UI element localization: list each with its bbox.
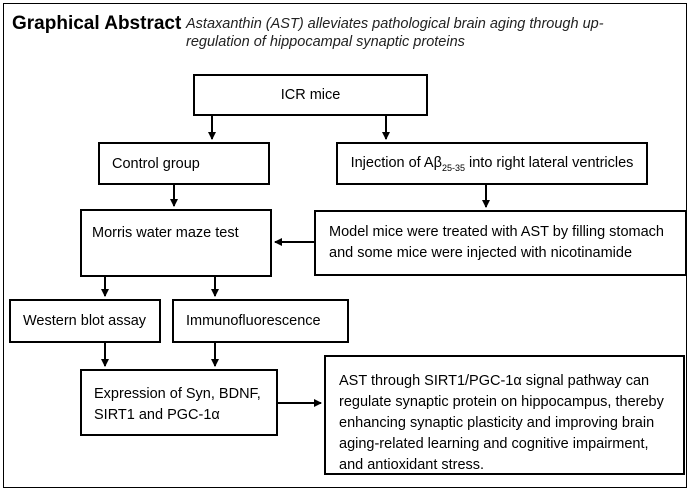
node-model-label: Model mice were treated with AST by fill… (329, 224, 664, 261)
node-icr-mice: ICR mice (193, 74, 428, 116)
node-injection: Injection of Aβ25-35 into right lateral … (336, 142, 648, 185)
node-expression: Expression of Syn, BDNF, SIRT1 and PGC-1… (80, 369, 278, 436)
node-icr-mice-label: ICR mice (280, 87, 341, 103)
node-conclusion: AST through SIRT1/PGC-1α signal pathway … (324, 355, 685, 475)
node-control-group: Control group (98, 142, 270, 185)
node-western-label: Western blot assay (23, 313, 147, 329)
node-morris-water-maze: Morris water maze test (80, 209, 272, 277)
node-western-blot: Western blot assay (9, 299, 161, 343)
node-model-mice: Model mice were treated with AST by fill… (314, 210, 687, 276)
node-immunofluorescence: Immunofluorescence (172, 299, 349, 343)
page-title: Graphical Abstract (12, 13, 182, 34)
node-morris-label: Morris water maze test (92, 225, 239, 241)
node-conclusion-label: AST through SIRT1/PGC-1α signal pathway … (339, 373, 664, 473)
node-immuno-label: Immunofluorescence (186, 313, 321, 329)
node-injection-label: Injection of Aβ25-35 into right lateral … (350, 154, 634, 173)
injection-subscript: 25-35 (441, 162, 465, 173)
node-control-group-label: Control group (112, 155, 200, 172)
page-subtitle: Astaxanthin (AST) alleviates pathologica… (186, 16, 604, 50)
node-expression-label: Expression of Syn, BDNF, SIRT1 and PGC-1… (94, 386, 261, 423)
